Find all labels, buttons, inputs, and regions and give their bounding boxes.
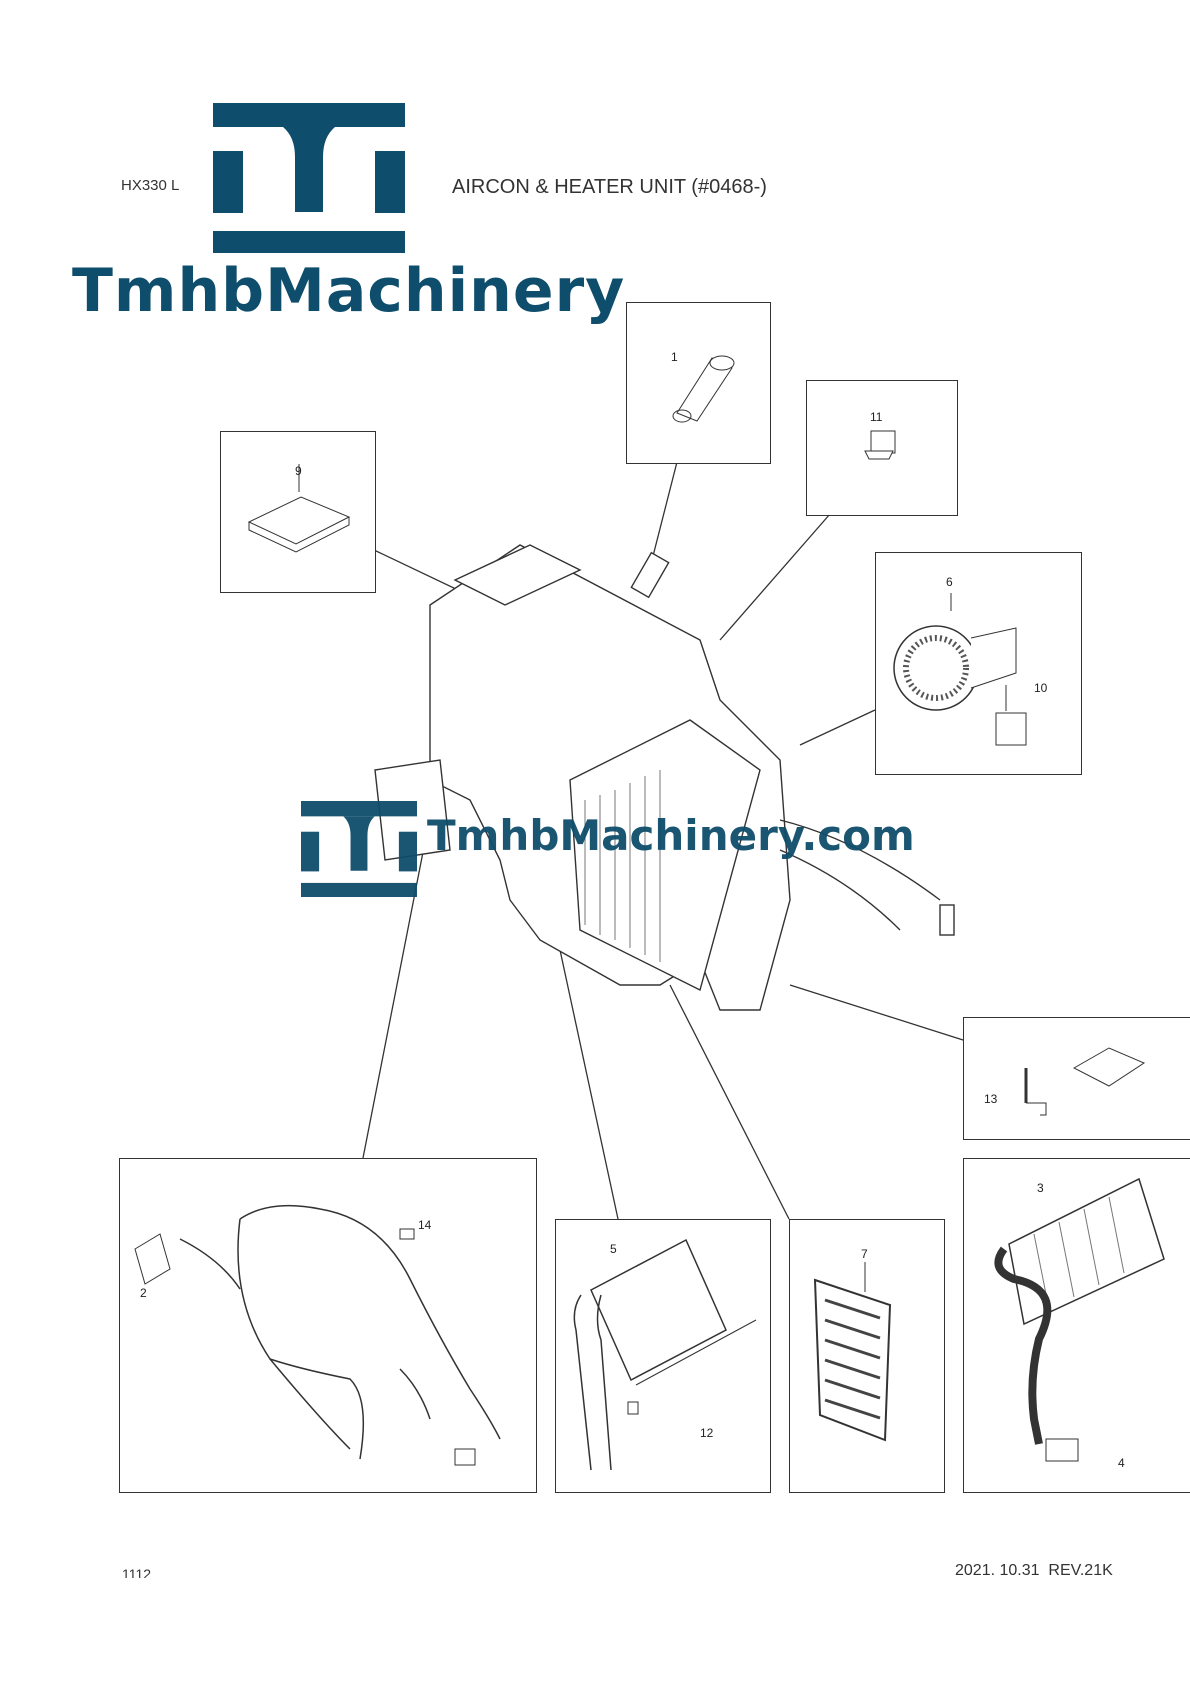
leader-line-6	[799, 709, 876, 746]
callout-10: 10	[1034, 681, 1048, 695]
part-box-7: 7	[789, 1219, 945, 1493]
leader-line-7	[669, 984, 790, 1220]
callout-9: 9	[295, 464, 302, 478]
callout-4: 4	[1118, 1456, 1125, 1470]
leader-line-11	[719, 513, 831, 641]
page-number: 1112	[122, 1566, 152, 1578]
air-filter-icon	[813, 1262, 892, 1442]
revision-date: 2021. 10.31 REV.21K	[955, 1562, 1113, 1579]
watermark-logo-icon	[301, 801, 417, 897]
part-box-5-12: 5 12	[555, 1219, 771, 1493]
hvac-unit-drawing	[374, 544, 955, 1011]
part-box-11: 11	[806, 380, 958, 516]
part-box-6-10: 6 10	[875, 552, 1082, 775]
model-label: HX330 L	[121, 177, 180, 194]
duct-nozzle-icon	[672, 355, 735, 423]
heater-core-icon	[573, 1238, 757, 1471]
control-module-icon	[247, 464, 351, 553]
page-title: AIRCON & HEATER UNIT (#0468-)	[452, 176, 767, 198]
part-box-1: 1	[626, 302, 771, 464]
filter-grid	[584, 770, 661, 962]
callout-11: 11	[870, 410, 883, 424]
callout-13: 13	[984, 1092, 998, 1106]
evaporator-icon	[994, 1177, 1165, 1462]
brand-logo-mark	[213, 103, 405, 253]
callout-12: 12	[700, 1426, 714, 1440]
sensor-actuator-icon	[1024, 1047, 1146, 1116]
brand-name: TmhbMachinery	[72, 256, 626, 326]
callout-5: 5	[610, 1242, 617, 1256]
watermark-text: TmhbMachinery.com	[427, 811, 915, 860]
callout-7: 7	[861, 1247, 868, 1261]
relay-icon	[864, 430, 896, 460]
part-box-9: 9	[220, 431, 376, 593]
wiring-harness-icon	[134, 1204, 501, 1466]
callout-14: 14	[418, 1218, 432, 1232]
callout-2: 2	[140, 1286, 147, 1300]
callout-6: 6	[946, 575, 953, 589]
part-box-14-2: 14 2	[119, 1158, 537, 1493]
callout-3: 3	[1037, 1181, 1044, 1195]
leader-line-5	[559, 949, 619, 1220]
callout-1: 1	[671, 350, 678, 364]
watermark-logo	[301, 801, 417, 897]
leader-line-1	[651, 461, 678, 561]
part-box-13: 13	[963, 1017, 1190, 1140]
blower-motor-icon	[893, 593, 1027, 746]
leader-line-13	[789, 984, 964, 1041]
part-box-3-4: 3 4	[963, 1158, 1190, 1493]
logo-icon	[213, 103, 405, 253]
